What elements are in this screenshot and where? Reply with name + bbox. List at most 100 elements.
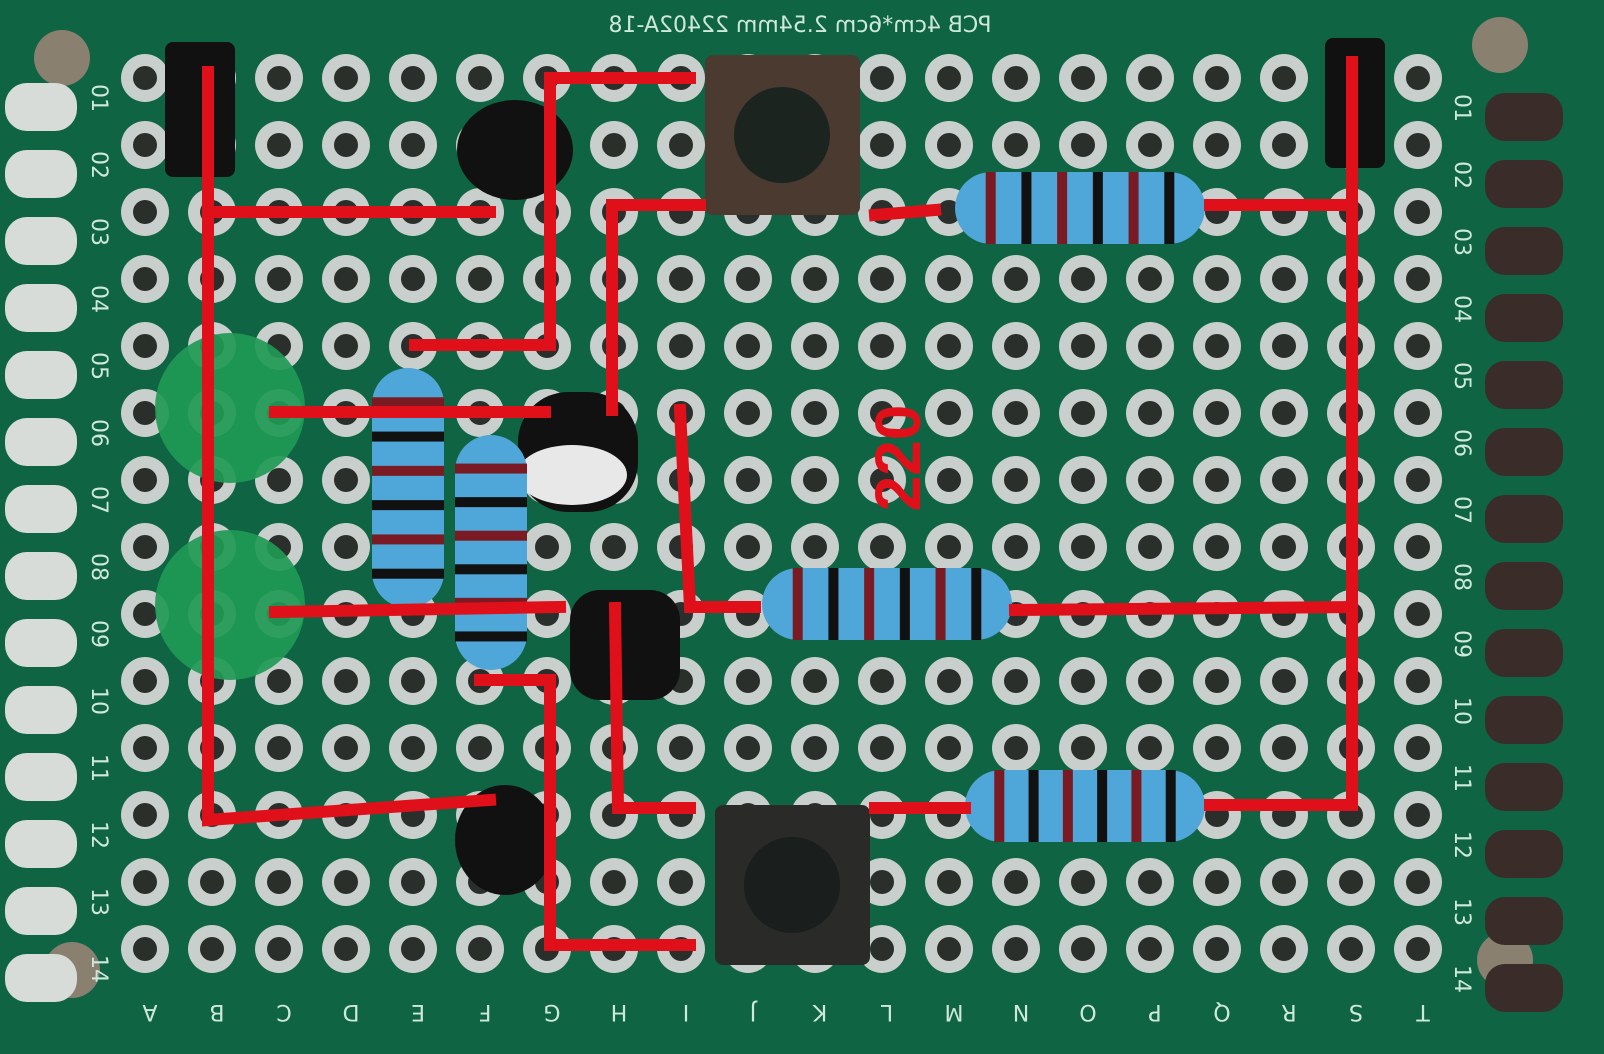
pad-hole <box>1272 937 1296 961</box>
pad-hole <box>1339 937 1363 961</box>
pad-hole <box>1071 937 1095 961</box>
resistor <box>372 368 444 608</box>
pad-hole <box>334 937 358 961</box>
push-button-top <box>705 55 860 215</box>
side-pad <box>5 887 77 935</box>
pad-hole <box>1406 736 1430 760</box>
pad-hole <box>401 133 425 157</box>
pad-hole <box>133 468 157 492</box>
side-pad <box>1485 227 1563 275</box>
pad-hole <box>1205 669 1229 693</box>
row-label: 10 <box>1449 697 1474 725</box>
led-green-2 <box>155 530 305 680</box>
pad-hole <box>1138 267 1162 291</box>
pad-hole <box>401 937 425 961</box>
pad-hole <box>1004 937 1028 961</box>
row-label: 05 <box>1449 362 1474 390</box>
column-label: T <box>1416 999 1431 1024</box>
column-label: F <box>479 999 492 1024</box>
column-label: Q <box>1213 999 1230 1024</box>
pad-hole <box>1272 401 1296 425</box>
pad-hole <box>1071 870 1095 894</box>
side-pad <box>5 686 77 734</box>
pad-hole <box>803 736 827 760</box>
side-pad <box>1485 562 1563 610</box>
pad-hole <box>1205 401 1229 425</box>
pad-hole <box>133 669 157 693</box>
pad-hole <box>870 870 894 894</box>
column-label: L <box>880 999 893 1024</box>
side-pad <box>5 954 77 1002</box>
pad-hole <box>736 669 760 693</box>
pad-hole <box>870 267 894 291</box>
pad-hole <box>736 535 760 559</box>
pad-hole <box>937 669 961 693</box>
resistor-value-label: 220 <box>862 405 934 512</box>
pad-hole <box>334 535 358 559</box>
side-pad <box>1485 830 1563 878</box>
row-label: 06 <box>86 419 111 447</box>
pad-hole <box>267 468 291 492</box>
column-label: E <box>411 999 425 1024</box>
pad-hole <box>1071 267 1095 291</box>
pad-hole <box>803 669 827 693</box>
pad-hole <box>1004 468 1028 492</box>
pad-hole <box>1071 401 1095 425</box>
pad-hole <box>1205 870 1229 894</box>
pad-hole <box>937 937 961 961</box>
pad-hole <box>1272 468 1296 492</box>
resistor <box>455 435 527 670</box>
side-pad <box>1485 428 1563 476</box>
row-label: 09 <box>86 620 111 648</box>
row-label: 05 <box>86 352 111 380</box>
pad-hole <box>870 401 894 425</box>
pad-hole <box>1138 133 1162 157</box>
pad-hole <box>1004 736 1028 760</box>
wire <box>202 66 497 827</box>
pad-hole <box>937 200 961 224</box>
row-label: 03 <box>1449 228 1474 256</box>
side-pad <box>1485 294 1563 342</box>
pad-hole <box>803 334 827 358</box>
pad-hole <box>133 267 157 291</box>
pad-hole <box>334 736 358 760</box>
row-label: 11 <box>1449 764 1474 792</box>
row-label: 02 <box>86 151 111 179</box>
column-label: B <box>209 999 224 1024</box>
pad-hole <box>334 669 358 693</box>
pad-hole <box>870 468 894 492</box>
column-label: G <box>543 999 560 1024</box>
side-pad <box>5 753 77 801</box>
row-label: 04 <box>1449 295 1474 323</box>
pad-hole <box>669 267 693 291</box>
pad-hole <box>1272 267 1296 291</box>
row-label: 01 <box>1449 94 1474 122</box>
wire <box>474 674 696 951</box>
silkscreen-text: PCB 4cm*6cm 2.54mm 22402A-18 <box>608 13 991 38</box>
pad-hole <box>133 870 157 894</box>
pad-hole <box>1138 870 1162 894</box>
row-label: 14 <box>86 955 111 983</box>
side-pad <box>1485 964 1563 1012</box>
pad-hole <box>133 200 157 224</box>
pad-hole <box>1406 468 1430 492</box>
pad-hole <box>267 736 291 760</box>
pad-hole <box>334 133 358 157</box>
pad-hole <box>1071 736 1095 760</box>
pad-hole <box>937 401 961 425</box>
pad-hole <box>937 736 961 760</box>
pad-hole <box>334 267 358 291</box>
pad-hole <box>937 468 961 492</box>
column-label: M <box>945 999 964 1024</box>
pad-hole <box>1406 267 1430 291</box>
column-label: P <box>1148 999 1161 1024</box>
wire <box>606 199 706 416</box>
pad-hole <box>267 66 291 90</box>
pad-hole <box>133 602 157 626</box>
pad-hole <box>937 66 961 90</box>
resistor <box>965 770 1205 842</box>
side-pad <box>1485 160 1563 208</box>
row-label: 11 <box>86 754 111 782</box>
